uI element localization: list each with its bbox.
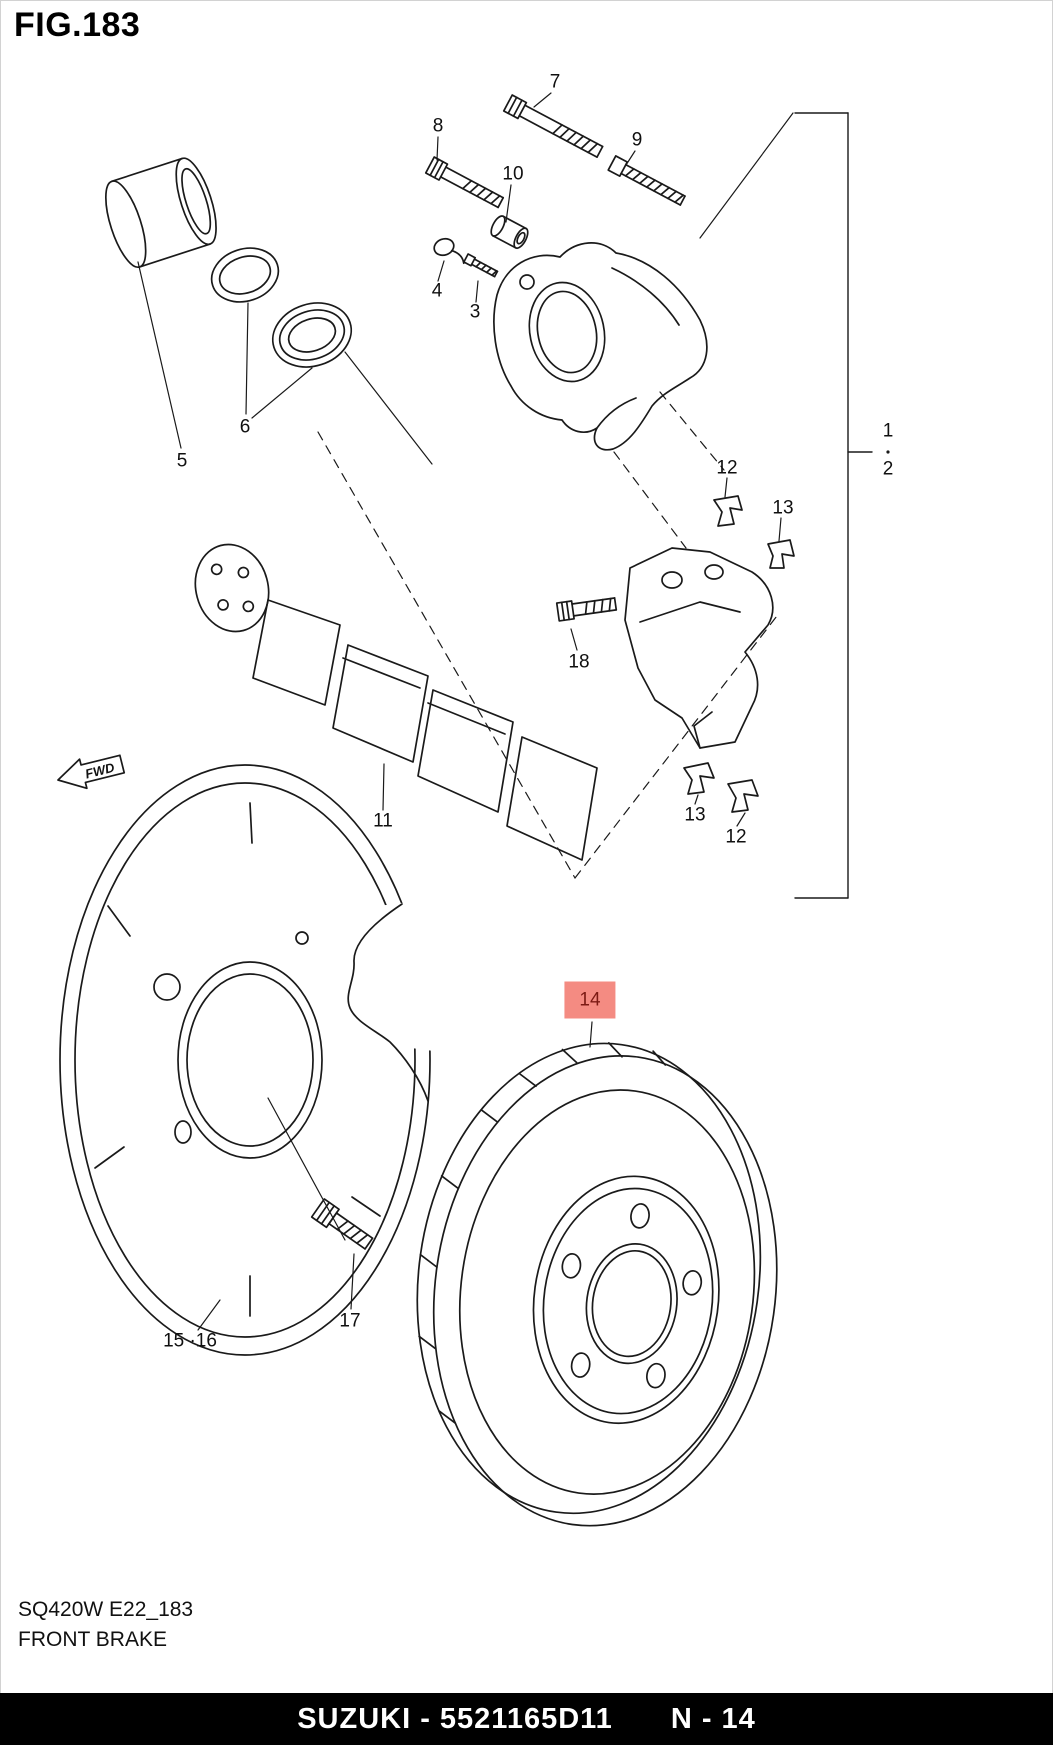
callout-15-16[interactable]: 15 ·16	[163, 1330, 217, 1352]
footer-ref: N - 14	[670, 1702, 756, 1735]
caliper-body-drawing	[493, 242, 708, 451]
piston-boot-drawing	[271, 302, 353, 368]
piston-seal-drawing	[210, 247, 280, 303]
figure-name: FRONT BRAKE	[18, 1628, 167, 1651]
callout-5[interactable]: 5	[176, 450, 188, 472]
footer-bar: SUZUKI - 5521165D11 N - 14	[0, 1693, 1053, 1745]
footer-part-number: SUZUKI - 5521165D11	[297, 1702, 613, 1735]
assembly-bracket-line	[794, 112, 890, 899]
callout-11[interactable]: 11	[373, 810, 393, 832]
leader-lines	[137, 92, 794, 1331]
callout-7[interactable]: 7	[549, 71, 561, 93]
bolt-17-drawing	[310, 1198, 374, 1250]
figure-code: SQ420W E22_183	[18, 1598, 194, 1621]
bolt-7-drawing	[502, 94, 604, 158]
fwd-arrow-icon: FWD	[57, 754, 126, 790]
dust-shield-drawing	[59, 764, 449, 1356]
callout-2[interactable]: 2	[882, 458, 894, 480]
dashed-guides	[317, 391, 781, 879]
sleeve-10-drawing	[490, 215, 529, 250]
callout-12-lower[interactable]: 12	[725, 826, 747, 848]
callout-9[interactable]: 9	[631, 129, 643, 151]
bleeder-screw-drawing	[463, 253, 499, 278]
brake-pads-drawing	[194, 543, 598, 861]
fwd-label: FWD	[84, 760, 117, 782]
bolt-9-drawing	[607, 155, 686, 206]
callout-17[interactable]: 17	[339, 1310, 361, 1332]
bleeder-cap-drawing	[433, 237, 465, 265]
callout-4[interactable]: 4	[431, 280, 443, 302]
callout-10[interactable]: 10	[502, 163, 524, 185]
callout-1[interactable]: 1	[882, 420, 894, 442]
callout-18[interactable]: 18	[568, 651, 590, 673]
callout-13-lower[interactable]: 13	[684, 804, 706, 826]
bolt-8-drawing	[424, 156, 505, 209]
callout-3[interactable]: 3	[469, 301, 481, 323]
caliper-carrier-drawing	[624, 547, 774, 749]
bolt-18-drawing	[555, 597, 618, 622]
callout-6[interactable]: 6	[239, 416, 251, 438]
callout-14-highlighted[interactable]: 14	[564, 981, 616, 1019]
callout-13-upper[interactable]: 13	[772, 497, 794, 519]
callout-8[interactable]: 8	[432, 115, 444, 137]
pad-clips-drawing	[683, 495, 795, 813]
piston-drawing	[104, 157, 217, 269]
brake-rotor-drawing	[416, 1042, 778, 1527]
figure-title: FIG.183	[14, 6, 141, 44]
callout-12-upper[interactable]: 12	[716, 457, 738, 479]
